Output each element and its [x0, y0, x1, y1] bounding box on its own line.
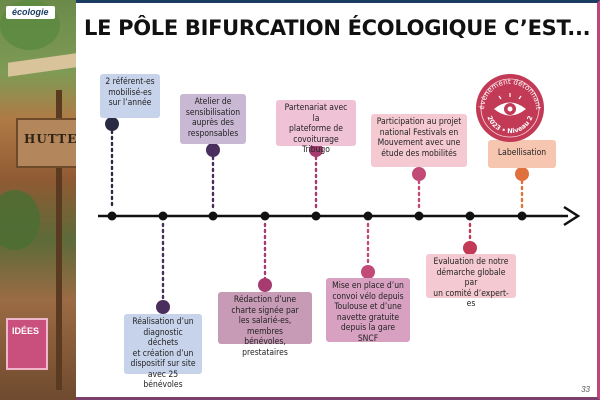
milestone-label-bottom-3: Mise en place d’un convoi vélo depuis To…	[326, 278, 410, 344]
milestone-label-top-3: Partenariat avec la plateforme de covoit…	[276, 100, 356, 155]
milestone-label-bottom-2: Rédaction d’une charte signée par les sa…	[218, 292, 312, 358]
milestone-dot-top-1	[105, 117, 119, 131]
milestone-label-bottom-4: Evaluation de notre démarche globale par…	[426, 254, 516, 309]
timeline-tick	[414, 211, 424, 221]
milestone-dot-top-3	[309, 143, 323, 157]
page-title: LE PÔLE BIFURCATION ÉCOLOGIQUE C’EST...	[84, 16, 591, 40]
timeline-arrow	[563, 205, 581, 227]
wooden-pole	[56, 90, 62, 390]
milestone-label-top-5: Labellisation	[488, 140, 556, 168]
milestone-label-top-1: 2 référent-es mobilisé-es sur l’année	[100, 74, 160, 118]
badge-ring	[480, 78, 540, 138]
hut-sign: HUTTE	[16, 118, 76, 168]
eye-icon	[494, 93, 526, 116]
ideas-banner: IDÉES	[6, 318, 48, 370]
milestone-dot-bottom-3	[361, 265, 375, 279]
milestone-label-top-2: Atelier de sensibilisation auprès des re…	[180, 94, 246, 144]
timeline-tick	[107, 211, 117, 221]
timeline-tick	[311, 211, 321, 221]
page-number: 33	[581, 385, 590, 394]
hut-sign-text: HUTTE	[24, 132, 76, 146]
timeline-tick	[260, 211, 270, 221]
label-badge: évènement détonnant 2023 • Niveau 2	[476, 74, 544, 142]
festival-photo: HUTTE IDÉES	[0, 0, 76, 400]
milestone-dot-bottom-4	[463, 241, 477, 255]
milestone-label-bottom-1: Réalisation d’un diagnostic déchets et c…	[124, 314, 202, 390]
milestone-dot-top-5	[515, 167, 529, 181]
milestone-dot-top-4	[412, 167, 426, 181]
foliage	[0, 190, 40, 250]
timeline-tick	[158, 211, 168, 221]
milestone-label-top-4: Participation au projet national Festiva…	[371, 114, 467, 167]
ideas-banner-text: IDÉES	[12, 326, 40, 336]
milestone-dot-top-2	[206, 143, 220, 157]
section-tag: écologie	[6, 6, 55, 19]
timeline-tick	[465, 211, 475, 221]
milestone-dot-bottom-1	[156, 300, 170, 314]
timeline-tick	[208, 211, 218, 221]
timeline-tick	[517, 211, 527, 221]
timeline-tick	[363, 211, 373, 221]
milestone-dot-bottom-2	[258, 278, 272, 292]
